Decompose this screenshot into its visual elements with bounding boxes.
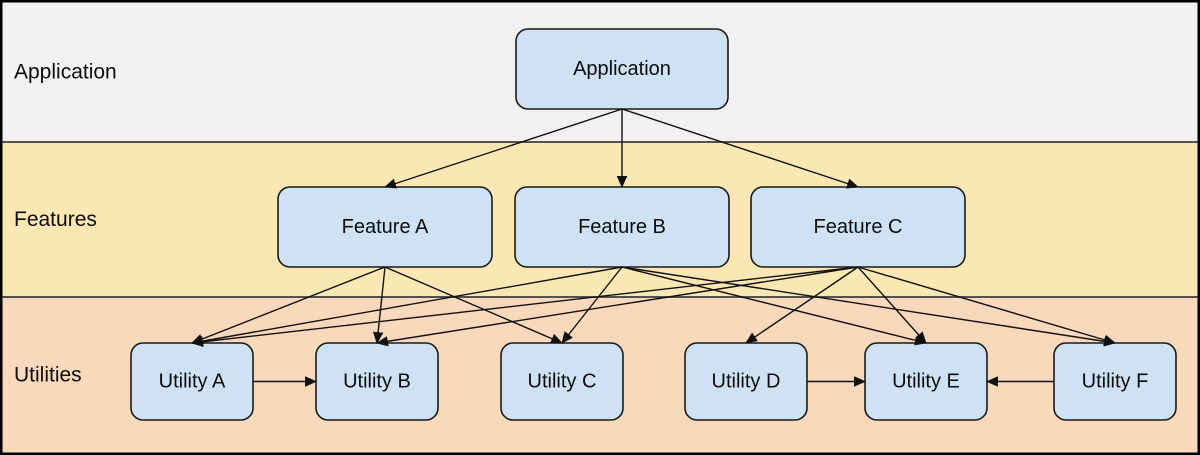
band-label-features: Features xyxy=(14,208,97,231)
node-ud: Utility D xyxy=(684,342,808,421)
node-uf: Utility F xyxy=(1053,342,1177,421)
node-label-fb: Feature B xyxy=(578,216,666,238)
edge-fb-uc xyxy=(561,266,623,344)
node-fc: Feature C xyxy=(750,186,966,268)
node-ue: Utility E xyxy=(864,342,988,421)
edge-fc-uf xyxy=(857,266,1116,345)
edge-fc-ub xyxy=(376,266,859,347)
node-label-uc: Utility C xyxy=(528,371,597,393)
node-label-ue: Utility E xyxy=(892,371,960,393)
edge-fc-ud xyxy=(745,266,859,344)
edge-fa-uc xyxy=(384,266,563,344)
band-label-utilities: Utilities xyxy=(14,364,82,387)
node-label-ub: Utility B xyxy=(343,371,411,393)
node-uc: Utility C xyxy=(500,342,624,421)
node-ub: Utility B xyxy=(315,342,439,421)
edge-fa-ub xyxy=(372,266,386,344)
edge-fb-ue xyxy=(621,266,927,346)
node-label-fa: Feature A xyxy=(342,216,429,238)
band-label-application: Application xyxy=(14,61,117,84)
node-label-ud: Utility D xyxy=(712,371,781,393)
node-label-fc: Feature C xyxy=(814,216,903,238)
edge-fa-ua xyxy=(191,266,386,344)
edge-app-fa xyxy=(384,108,623,189)
edge-fc-ue xyxy=(857,266,927,344)
node-ua: Utility A xyxy=(130,342,254,421)
node-label-uf: Utility F xyxy=(1082,371,1149,393)
node-fb: Feature B xyxy=(514,186,730,268)
node-fa: Feature A xyxy=(277,186,493,268)
edge-fb-ua xyxy=(191,266,623,347)
node-app: Application xyxy=(515,28,729,110)
edge-fc-ua xyxy=(191,266,859,347)
edge-app-fc xyxy=(621,108,859,189)
node-label-ua: Utility A xyxy=(159,371,226,393)
edge-fb-uf xyxy=(621,266,1116,347)
node-label-app: Application xyxy=(573,58,671,80)
